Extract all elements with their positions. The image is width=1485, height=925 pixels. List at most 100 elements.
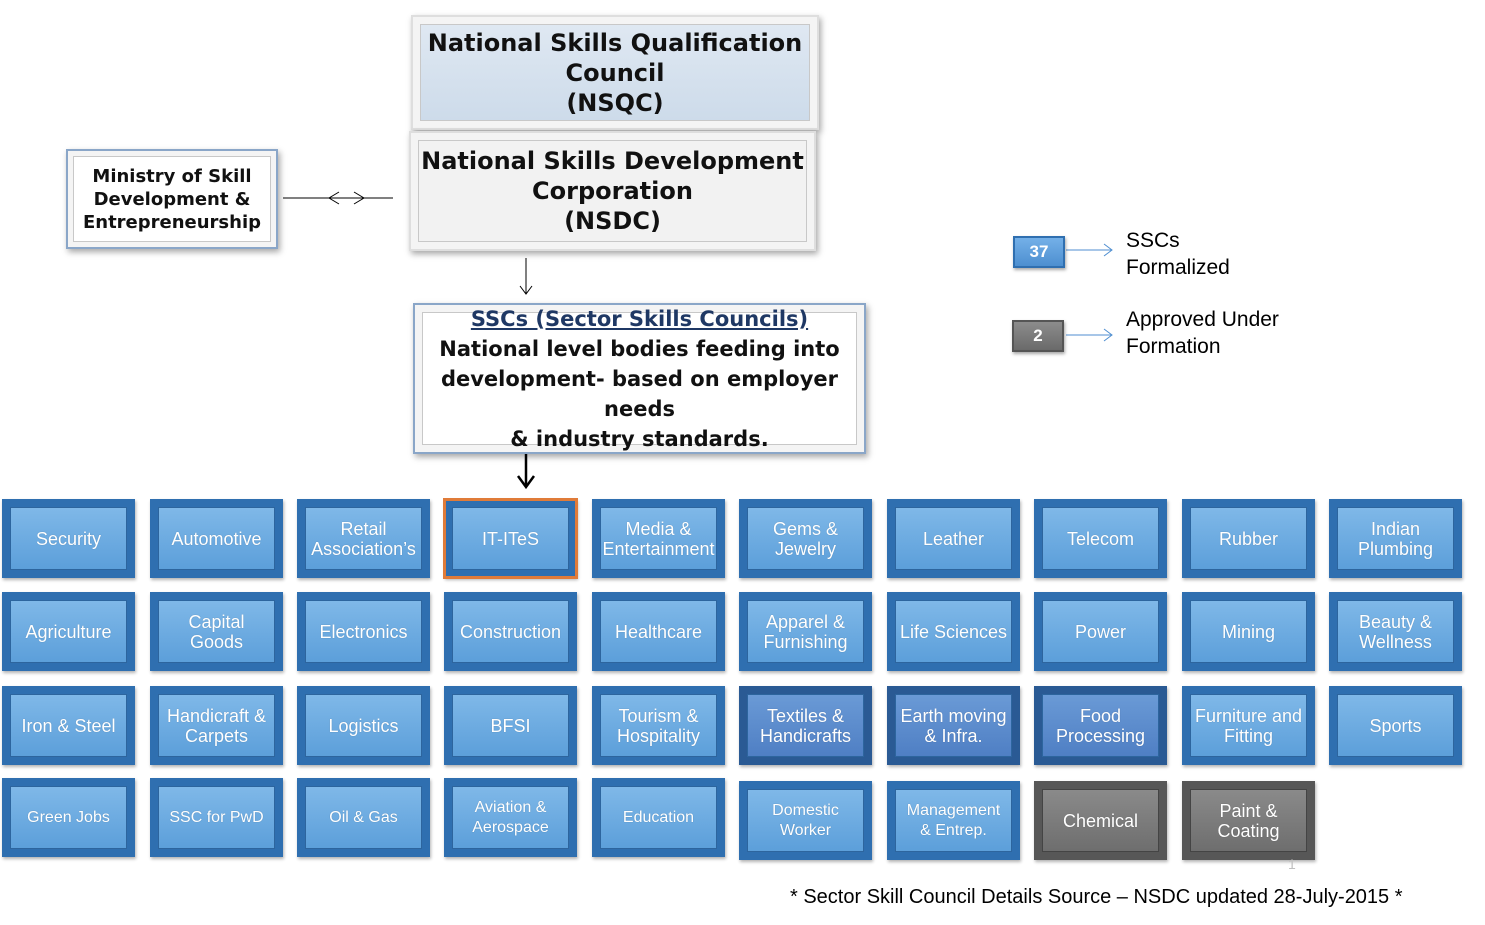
ministry-arrowhead-right	[353, 191, 365, 205]
ministry-line2: Development &	[93, 188, 251, 210]
ministry-arrowhead-left	[328, 191, 340, 205]
sector-tile-telecom: Telecom	[1034, 499, 1167, 578]
sector-tile-capital-goods: Capital Goods	[150, 592, 283, 671]
legend-formalized-count: 37	[1013, 236, 1065, 268]
sector-tile-bfsi: BFSI	[444, 686, 577, 765]
nsqc-line2: Council	[565, 58, 665, 87]
sector-label: Iron & Steel	[10, 694, 127, 757]
legend-approved-text: Approved Under Formation	[1126, 306, 1279, 360]
sector-tile-power: Power	[1034, 592, 1167, 671]
sector-tile-education: Education	[592, 778, 725, 857]
sector-tile-chemical: Chemical	[1034, 781, 1167, 860]
nsqc-label: National Skills Qualification Council (N…	[420, 24, 810, 121]
sector-label: Management& Entrep.	[895, 789, 1012, 852]
nsdc-ssc-arrowhead	[519, 285, 533, 295]
sector-tile-rubber: Rubber	[1182, 499, 1315, 578]
sector-tile-iron-steel: Iron & Steel	[2, 686, 135, 765]
legend-formalized-line1: SSCs	[1126, 229, 1180, 252]
nsdc-line3: (NSDC)	[564, 207, 661, 235]
sector-label: Tourism &Hospitality	[600, 694, 717, 757]
ssc-title: SSCs (Sector Skills Councils)	[470, 306, 809, 331]
ssc-box-content: SSCs (Sector Skills Councils) National l…	[422, 307, 857, 451]
sector-label: Capital Goods	[158, 600, 275, 663]
sector-label: Sports	[1337, 694, 1454, 757]
sector-tile-management-entrep: Management& Entrep.	[887, 781, 1020, 860]
sector-label: Agriculture	[10, 600, 127, 663]
nsdc-line1: National Skills Development	[421, 147, 804, 175]
nsdc-box: National Skills Development Corporation …	[409, 131, 816, 251]
ministry-label: Ministry of Skill Development & Entrepre…	[73, 156, 271, 242]
sector-label: BFSI	[452, 694, 569, 757]
ssc-line2: development- based on employer needs	[440, 366, 839, 421]
relation-arrow-text: <->	[0, 0, 1, 1]
ssc-tiles-arrowhead	[516, 475, 536, 490]
sector-tile-earth-moving-infra: Earth moving& Infra.	[887, 686, 1020, 765]
sector-label: Healthcare	[600, 600, 717, 663]
sector-tile-automotive: Automotive	[150, 499, 283, 578]
sector-tile-life-sciences: Life Sciences	[887, 592, 1020, 671]
sector-label: IT-ITeS	[452, 507, 569, 570]
sector-label: Construction	[452, 600, 569, 663]
sector-tile-green-jobs: Green Jobs	[2, 778, 135, 857]
sector-label: Paint &Coating	[1190, 789, 1307, 852]
legend-arrow-2-head	[1103, 328, 1113, 342]
ssc-line3: & industry standards.	[510, 426, 769, 451]
page-number: 1	[1288, 856, 1296, 872]
sector-tile-electronics: Electronics	[297, 592, 430, 671]
ministry-box: Ministry of Skill Development & Entrepre…	[66, 149, 278, 249]
sector-label: Apparel &Furnishing	[747, 600, 864, 663]
sector-label: Education	[600, 786, 717, 849]
legend-formalized-text: SSCs Formalized	[1126, 227, 1230, 281]
ministry-line1: Ministry of Skill	[92, 165, 252, 187]
sector-tile-construction: Construction	[444, 592, 577, 671]
sector-tile-textiles-handicrafts: Textiles &Handicrafts	[739, 686, 872, 765]
sector-label: Chemical	[1042, 789, 1159, 852]
ssc-box: SSCs (Sector Skills Councils) National l…	[413, 303, 866, 454]
sector-label: Mining	[1190, 600, 1307, 663]
footnote: * Sector Skill Council Details Source – …	[790, 886, 1403, 908]
sector-tile-tourism-hospitality: Tourism &Hospitality	[592, 686, 725, 765]
nsqc-line3: (NSQC)	[566, 88, 664, 117]
sector-label: Earth moving& Infra.	[895, 694, 1012, 757]
sector-label: Telecom	[1042, 507, 1159, 570]
sector-label: Electronics	[305, 600, 422, 663]
sector-label: Green Jobs	[10, 786, 127, 849]
sector-tile-aviation-aerospace: Aviation &Aerospace	[444, 778, 577, 857]
legend-approved-count: 2	[1012, 320, 1064, 352]
sector-tile-ssc-for-pwd: SSC for PwD	[150, 778, 283, 857]
sector-tile-apparel-furnishing: Apparel &Furnishing	[739, 592, 872, 671]
sector-label: Security	[10, 507, 127, 570]
sector-label: Leather	[895, 507, 1012, 570]
sector-label: Handicraft &Carpets	[158, 694, 275, 757]
sector-label: Oil & Gas	[305, 786, 422, 849]
ministry-line3: Entrepreneurship	[82, 211, 262, 233]
sector-label: Automotive	[158, 507, 275, 570]
sector-label: Aviation &Aerospace	[452, 786, 569, 849]
sector-tile-mining: Mining	[1182, 592, 1315, 671]
nsqc-box: National Skills Qualification Council (N…	[411, 15, 819, 130]
nsdc-line2: Corporation	[532, 177, 693, 205]
sector-tile-leather: Leather	[887, 499, 1020, 578]
sector-tile-logistics: Logistics	[297, 686, 430, 765]
sector-label: Logistics	[305, 694, 422, 757]
sector-tile-paint-coating: Paint &Coating	[1182, 781, 1315, 860]
legend-formalized-line2: Formalized	[1126, 256, 1230, 279]
sector-label: Gems &Jewelry	[747, 507, 864, 570]
sector-tile-sports: Sports	[1329, 686, 1462, 765]
legend-approved-line1: Approved Under	[1126, 308, 1279, 331]
sector-tile-media-entertainment: Media &Entertainment	[592, 499, 725, 578]
sector-tile-oil-gas: Oil & Gas	[297, 778, 430, 857]
sector-tile-agriculture: Agriculture	[2, 592, 135, 671]
sector-tile-gems-jewelry: Gems &Jewelry	[739, 499, 872, 578]
sector-label: SSC for PwD	[158, 786, 275, 849]
